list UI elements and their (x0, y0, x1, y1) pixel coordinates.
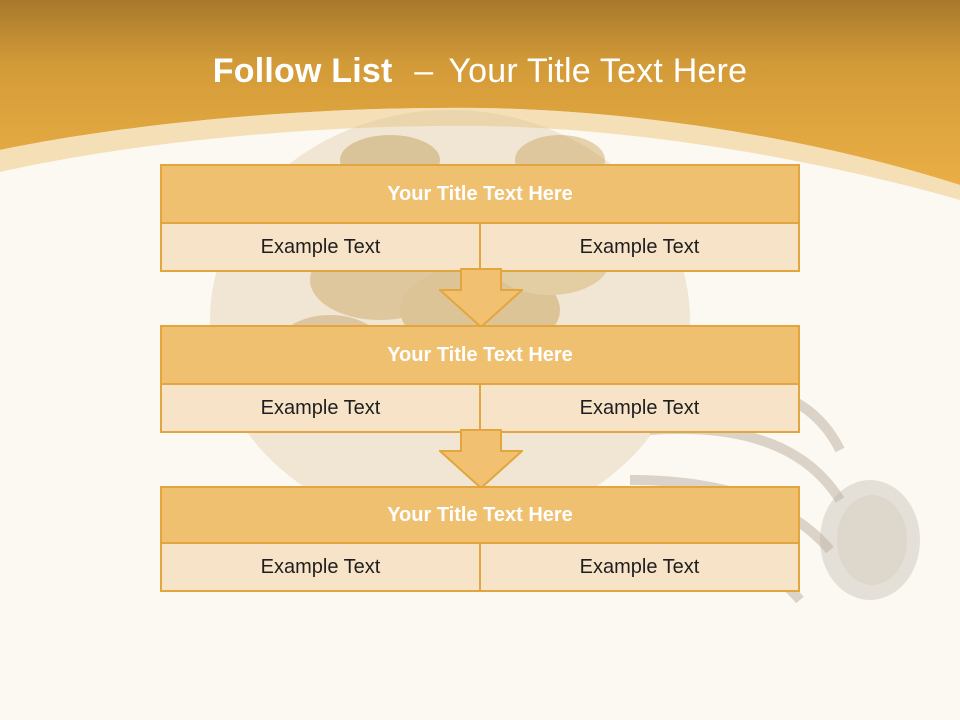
down-arrow-icon (439, 429, 523, 489)
block-cell-left: Example Text (260, 555, 381, 578)
block-cell-right: Example Text (479, 224, 798, 270)
block-cell-right: Example Text (479, 385, 798, 431)
follow-block-1: Your Title Text Here Example Text Exampl… (160, 164, 800, 272)
down-arrow-icon (439, 268, 523, 328)
block-title: Your Title Text Here (162, 327, 798, 385)
block-cell-right: Example Text (479, 544, 798, 590)
block-cell-left: Example Text (260, 235, 381, 258)
block-title: Your Title Text Here (162, 488, 798, 544)
block-cell-left: Example Text (260, 396, 381, 419)
header-banner (0, 0, 960, 200)
block-row: Example Text Example Text (162, 385, 798, 431)
follow-block-2: Your Title Text Here Example Text Exampl… (160, 325, 800, 433)
block-row: Example Text Example Text (162, 544, 798, 590)
slide-title: Follow List – Your Title Text Here (0, 52, 960, 91)
block-row: Example Text Example Text (162, 224, 798, 270)
title-bold: Follow List (212, 52, 393, 90)
title-dash: – (414, 52, 434, 90)
block-title: Your Title Text Here (162, 166, 798, 224)
follow-block-3: Your Title Text Here Example Text Exampl… (160, 486, 800, 592)
title-rest: Your Title Text Here (448, 52, 748, 90)
